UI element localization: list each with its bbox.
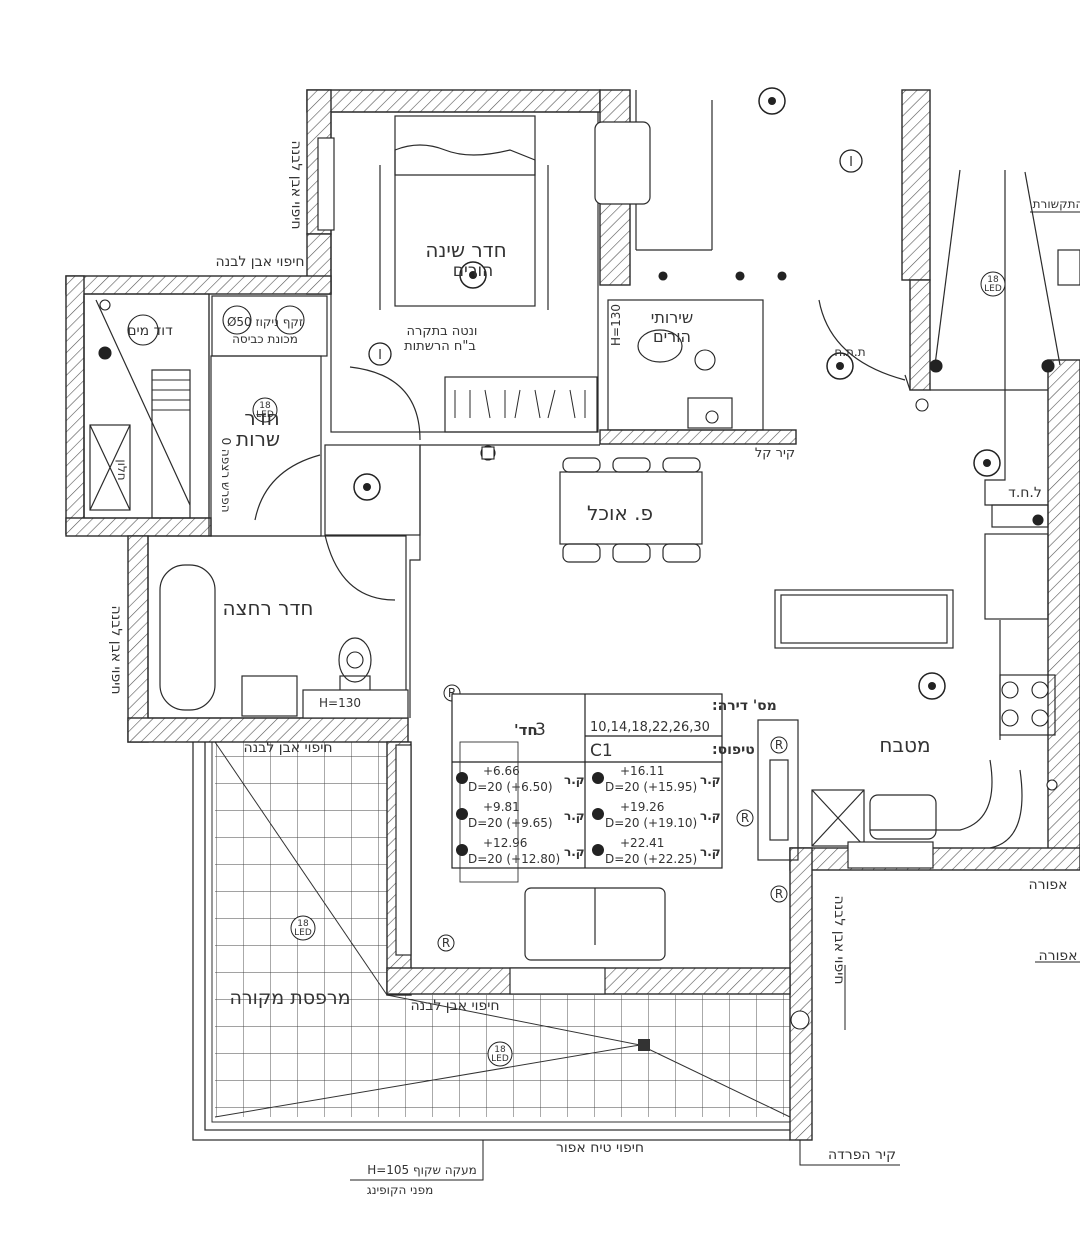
parents-wc-label-2: הורים <box>653 327 691 346</box>
tiling-stone-2: חיפוי אבן לבנה <box>244 740 333 756</box>
service-room-label-2: שרות <box>236 427 280 451</box>
tiling-stone-3: חיפוי אבן לבנה <box>411 998 500 1014</box>
gray-label-2: אפורה <box>1039 948 1078 964</box>
floor-drop-label: הפרש רצפה 0 <box>219 437 233 512</box>
balcony-label: מרפסת מקורה <box>229 987 350 1009</box>
apartment-info-table: מס' דירה: 10,14,18,22,26,30 חד' 3 טיפוס:… <box>451 693 777 883</box>
r-mark-4: R <box>775 887 783 901</box>
row2-right-tag: ק.ר <box>700 809 721 823</box>
window-height: H=130 <box>319 696 361 710</box>
row3-left-top: +12.96 <box>483 836 527 850</box>
led-num: 18 <box>259 401 271 411</box>
ceiling-vent-sublabel: ב"ח הרשתות <box>404 339 476 354</box>
row1-left-bottom: D=20 (+6.50) <box>468 780 553 794</box>
row3-left-tag: ק.ר <box>564 845 585 859</box>
bedroom-sublabel: הורים <box>453 261 493 281</box>
r-mark-2: R <box>775 738 783 752</box>
drain-label: זקף ניקוז Ø50 <box>227 315 303 329</box>
i-mark-2: I <box>378 348 382 363</box>
row1-right-top: +16.11 <box>620 764 664 778</box>
windows <box>302 121 1080 995</box>
row1-left-tag: ק.ר <box>564 773 585 787</box>
separation-wall-label: קיר הפרדה <box>828 1147 896 1163</box>
row2-left-bottom: D=20 (+9.65) <box>468 816 553 830</box>
washer-label: מכונת כביסה <box>232 332 298 346</box>
room-labels: חדר שינה הורים חדר שרות חדר רחצה פ. אוכל… <box>127 197 1080 1197</box>
row2-left-top: +9.81 <box>483 800 520 814</box>
railing-label: H=105 מעקה שקוף <box>367 1163 477 1177</box>
led-sub: LED <box>256 410 274 420</box>
leader-lines <box>350 211 1080 1181</box>
row1-right-bottom: D=20 (+15.95) <box>605 780 697 794</box>
led-markers: 18 LED 18 LED 18 LED 18 LED <box>252 271 1006 1067</box>
service-room-label-1: חדר <box>244 406 279 430</box>
apt-no-label: מס' דירה: <box>712 698 777 714</box>
type-value: C1 <box>590 741 613 761</box>
intercom-markers: I I <box>368 149 863 366</box>
row1-left-top: +6.66 <box>483 764 520 778</box>
dining-label: פ. אוכל <box>587 501 653 525</box>
rooms-label: חד' <box>514 721 538 739</box>
apt-numbers: 10,14,18,22,26,30 <box>590 720 710 735</box>
light-wall-label: קיר קל <box>755 446 795 461</box>
interior-lines <box>83 90 1061 961</box>
water-heater-label: דוד מים <box>127 323 173 339</box>
type-label: טיפוס: <box>712 742 755 758</box>
row3-right-top: +22.41 <box>620 836 664 850</box>
vertical-labels: חיפוי אבן לבנה חיפוי אבן לבנה חיפוי אבן … <box>108 141 847 985</box>
window-height-2: H=130 <box>609 304 623 346</box>
led-num: 18 <box>297 919 309 929</box>
ceiling-lights <box>353 87 1001 700</box>
row3-right-bottom: D=20 (+22.25) <box>605 852 697 866</box>
led-sub: LED <box>294 928 312 938</box>
r-mark-5: R <box>442 936 450 950</box>
kitchen-window-label: חלון <box>115 459 129 480</box>
row2-right-top: +19.26 <box>620 800 664 814</box>
bedroom-label: חדר שינה <box>425 238 506 262</box>
r-mark-1: R <box>448 686 456 700</box>
tiling-stone-4: חיפוי אבן לבנה <box>831 896 847 985</box>
gray-label-1: אפורה <box>1029 877 1068 893</box>
connection-label: התקשורת <box>1033 197 1080 211</box>
tiling-stone-1: חיפוי אבן לבנה <box>216 254 305 270</box>
led-num: 18 <box>987 275 999 285</box>
r-mark-3: R <box>741 811 749 825</box>
parents-wc-label-1: שירותי <box>651 308 693 327</box>
ttt-label: ת.ת.ח <box>834 345 865 359</box>
led-sub: LED <box>984 284 1002 294</box>
ceiling-vent-label: ונטה בתקרה <box>407 324 478 339</box>
facade-label-1: חיפוי אבן לבנה <box>288 141 304 230</box>
facade-label-2: חיפוי אבן לבנה <box>108 606 124 695</box>
row2-right-bottom: D=20 (+19.10) <box>605 816 697 830</box>
rooms-value: 3 <box>535 720 546 740</box>
bathroom-label: חדר רחצה <box>223 596 314 620</box>
i-mark-1: I <box>849 155 853 170</box>
led-num: 18 <box>494 1045 506 1055</box>
row1-right-tag: ק.ר <box>700 773 721 787</box>
kitchen-label: מטבח <box>879 733 930 757</box>
tiling-plaster: חיפוי טיח אפור <box>556 1140 644 1156</box>
railing-sublabel: מפני הקופינג <box>367 1183 434 1197</box>
led-sub: LED <box>491 1054 509 1064</box>
row3-right-tag: ק.ר <box>700 845 721 859</box>
row2-left-tag: ק.ר <box>564 809 585 823</box>
row3-left-bottom: D=20 (+12.80) <box>468 852 560 866</box>
lthd-label: ל.ח.ד <box>1008 485 1042 501</box>
